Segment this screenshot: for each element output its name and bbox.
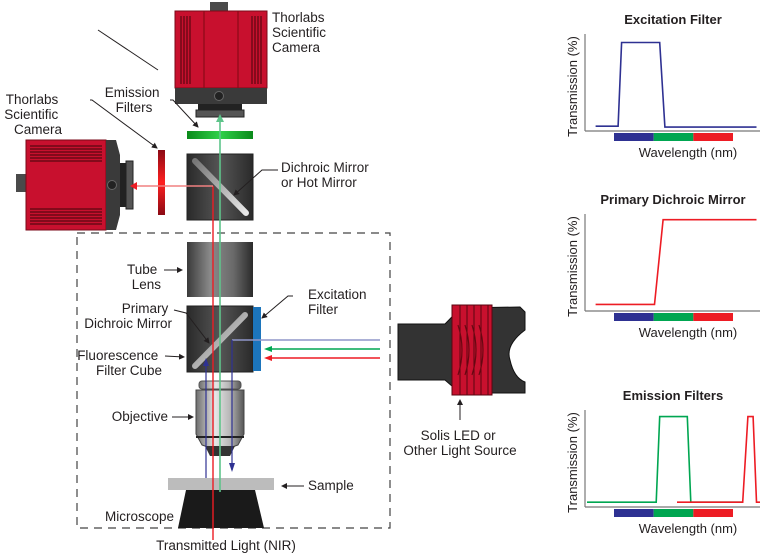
top-camera [174,2,268,118]
led-light-source [397,304,526,396]
series-line [595,41,757,128]
primary-dichroic-label: Primary Dichroic Mirror [84,301,172,331]
y-axis-label: Transmission (%) [565,216,580,317]
x-axis-label: Wavelength (nm) [639,325,738,340]
light-source-label: Solis LED or Other Light Source [403,428,516,458]
chart-title: Primary Dichroic Mirror [600,192,745,207]
transmitted-light-label: Transmitted Light (NIR) [156,538,296,553]
chart-title: Emission Filters [623,388,723,403]
wavelength-band [653,509,694,517]
microscope-boundary [76,232,391,529]
wavelength-band [693,313,733,321]
excitation-filter-label: Excitation Filter [308,287,370,317]
y-axis-label: Transmission (%) [565,412,580,513]
wavelength-band [693,509,733,517]
tube-lens-label: Tube Lens [127,262,161,292]
sample-slide [168,478,274,490]
wavelength-band [614,509,654,517]
sample-label: Sample [308,478,354,493]
x-axis-label: Wavelength (nm) [639,521,738,536]
filter-cube-label: Fluorescence Filter Cube [77,348,162,378]
emission-filters-label: Emission Filters [105,85,164,115]
dichroic-mirror-label: Dichroic Mirror or Hot Mirror [281,160,373,190]
top-camera-label: Thorlabs Scientific Camera [272,10,330,55]
wavelength-band [653,133,694,141]
excitation-filter [253,307,261,371]
chart-title: Excitation Filter [624,12,722,27]
wavelength-band [614,313,654,321]
label-pointers [90,29,304,489]
side-camera [16,139,134,231]
light-beams [130,114,380,540]
x-axis-label: Wavelength (nm) [639,145,738,160]
wavelength-band [693,133,733,141]
wavelength-band [614,133,654,141]
wavelength-band [653,313,694,321]
series-line [595,218,757,306]
series-line [587,415,743,504]
side-camera-label: Thorlabs Scientific Camera [4,92,62,137]
objective-label: Objective [112,409,168,424]
series-line [677,415,760,504]
y-axis-label: Transmission (%) [565,36,580,137]
red-emission-filter [158,150,165,215]
microscope-stage [178,490,264,528]
microscope-label: Microscope [105,509,174,524]
